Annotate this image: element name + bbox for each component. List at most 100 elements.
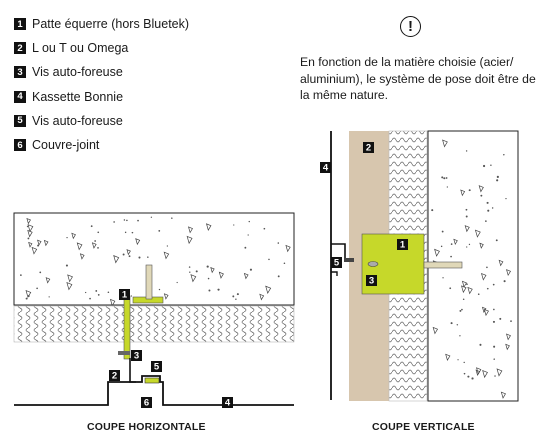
aggregate-dot (97, 246, 99, 249)
aggregate-dot (496, 175, 499, 178)
aggregate-stone (205, 223, 212, 231)
svg-text:3: 3 (369, 276, 374, 287)
aggregate-stone (506, 333, 511, 341)
aggregate-dot (27, 237, 30, 240)
marker-1-vertical: 1 (397, 239, 408, 251)
svg-text:4: 4 (323, 163, 329, 174)
legend-item: 4 Kassette Bonnie (14, 85, 189, 109)
aggregate-stone (79, 253, 85, 260)
exclamation-symbol: ! (408, 18, 413, 35)
marker-2-vertical: 2 (363, 142, 374, 154)
legend-item: 1 Patte équerre (hors Bluetek) (14, 12, 189, 36)
aggregate-dot (487, 209, 490, 212)
aggregate-dot (440, 245, 443, 248)
aggregate-dot (471, 377, 474, 380)
aggregate-dot (449, 287, 452, 290)
aggregate-dot (217, 288, 220, 291)
caption-vertical: COUPE VERTICALE (372, 421, 475, 433)
aggregate-dot (263, 227, 266, 230)
aggregate-dot (431, 209, 434, 212)
aggregate-dot (459, 335, 461, 337)
aggregate-dot (232, 295, 235, 298)
aggregate-dot (277, 275, 280, 278)
aggregate-dot (122, 253, 125, 256)
aggregate-dot (492, 283, 495, 286)
aggregate-dot (97, 294, 100, 296)
svg-text:5: 5 (154, 362, 160, 373)
aggregate-dot (466, 283, 468, 286)
aggregate-stone (479, 242, 484, 249)
aggregate-stone (186, 235, 193, 245)
aggregate-stone (243, 272, 249, 280)
legend-number: 2 (14, 42, 26, 55)
aggregate-stone (31, 246, 38, 255)
aggregate-dot (494, 375, 496, 377)
legend-number: 4 (14, 90, 26, 103)
aggregate-dot (477, 293, 480, 295)
aggregate-stone (464, 225, 470, 233)
aggregate-dot (468, 243, 471, 246)
aggregate-dot (95, 290, 98, 292)
aggregate-dot (465, 150, 468, 152)
horizontal-section: 1 3 2 5 6 4 (13, 212, 295, 409)
aggregate-stone (482, 369, 488, 379)
aggregate-dot (446, 186, 449, 188)
aggregate-dot (124, 231, 127, 234)
legend: 1 Patte équerre (hors Bluetek) 2 L ou T … (14, 12, 189, 157)
aggregate-dot (27, 294, 30, 298)
aggregate-dot (20, 274, 22, 276)
aggregate-dot (479, 343, 482, 346)
aggregate-stone (442, 139, 448, 148)
screw-3 (118, 351, 130, 355)
aggregate-dot (188, 266, 191, 268)
legend-number: 5 (14, 114, 26, 127)
caption-horizontal: COUPE HORIZONTALE (87, 421, 206, 433)
legend-item: 3 Vis auto-foreuse (14, 60, 189, 84)
legend-number: 3 (14, 66, 26, 79)
cover-joint (144, 377, 160, 384)
legend-label: Vis auto-foreuse (32, 65, 123, 80)
anchor-bolt (145, 264, 153, 300)
aggregate-stone (37, 239, 42, 246)
aggregate-stone (26, 217, 31, 225)
aggregate-dot (442, 277, 444, 279)
aggregate-dot (480, 194, 483, 197)
aggregate-dot (207, 277, 210, 280)
aggregate-stone (91, 242, 97, 249)
aggregate-dot (130, 295, 133, 297)
aggregate-dot (90, 225, 93, 228)
legend-item: 6 Couvre-joint (14, 133, 189, 157)
aggregate-dot (485, 220, 487, 222)
legend-item: 5 Vis auto-foreuse (14, 109, 189, 133)
aggregate-dot (268, 258, 270, 261)
aggregate-dot (283, 262, 286, 264)
aggregate-dot (244, 246, 247, 249)
legend-label: Vis auto-foreuse (32, 113, 123, 128)
svg-text:4: 4 (225, 398, 231, 409)
aggregate-dot (468, 189, 471, 192)
aggregate-dot (66, 237, 68, 239)
aggregate-stone (27, 224, 34, 233)
aggregate-dot (493, 358, 495, 360)
aggregate-dot (36, 287, 38, 290)
aggregate-dot (25, 297, 28, 300)
aggregate-dot (496, 179, 499, 182)
aggregate-dot (131, 231, 134, 234)
aggregate-dot (150, 216, 153, 218)
legend-label: Kassette Bonnie (32, 89, 124, 104)
aggregate-stone (453, 238, 458, 246)
aggregate-stone (45, 277, 51, 284)
aggregate-dot (503, 280, 506, 283)
aggregate-dot (462, 298, 465, 300)
svg-text:1: 1 (122, 290, 128, 301)
aggregate-stone (135, 238, 141, 246)
aggregate-dot (486, 201, 489, 204)
aggregate-dot (445, 177, 448, 179)
aggregate-stone (505, 343, 510, 351)
aggregate-stone (187, 226, 193, 234)
aggregate-stone (483, 308, 489, 317)
aggregate-dot (249, 268, 253, 271)
aggregate-dot (486, 266, 488, 269)
aggregate-dot (39, 271, 42, 274)
aggregate-dot (450, 255, 452, 258)
